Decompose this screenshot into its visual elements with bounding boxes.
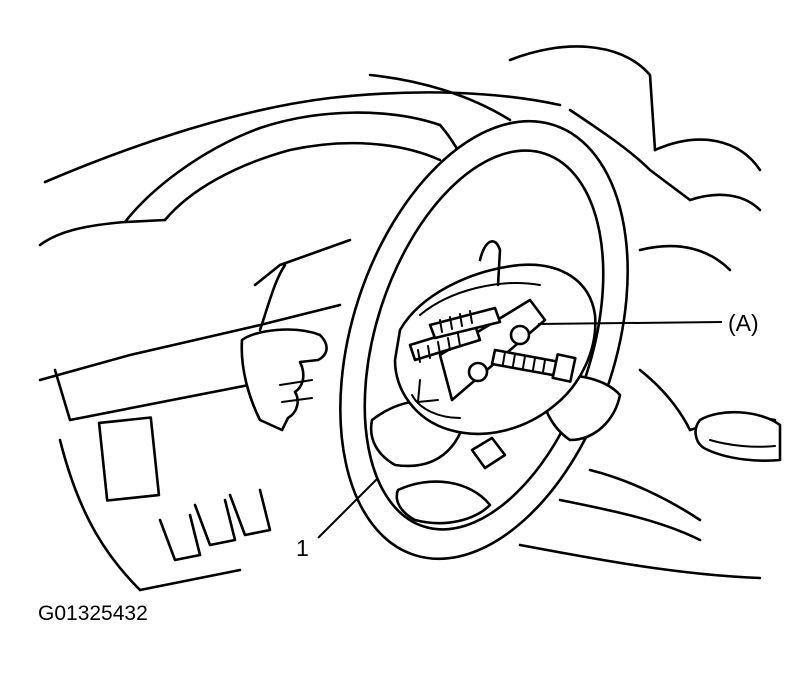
lower-console <box>38 238 352 592</box>
leader-line-a <box>537 321 723 325</box>
left-hand <box>240 328 328 432</box>
figure-id: G01325432 <box>38 602 148 625</box>
label-part-a: (A) <box>728 310 759 336</box>
leader-line-1 <box>317 477 379 539</box>
right-hand <box>694 410 782 462</box>
steering-wheel-puller <box>408 298 577 402</box>
label-part-1: 1 <box>296 535 309 561</box>
